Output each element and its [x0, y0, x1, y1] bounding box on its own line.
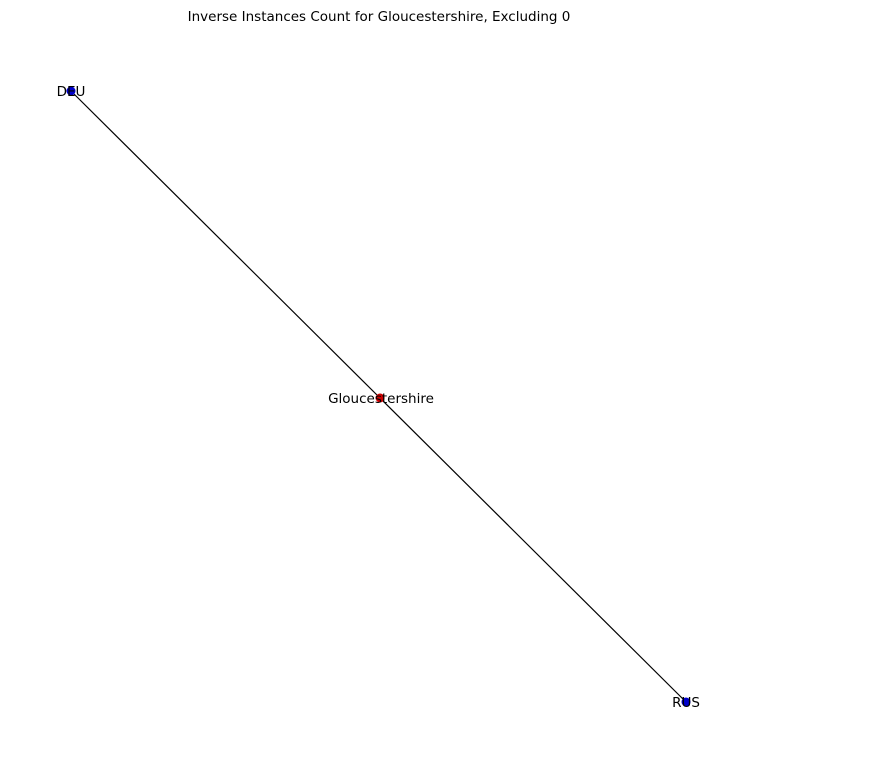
- labels-layer: DEU Gloucestershire RUS: [57, 84, 700, 711]
- node-label-rus: RUS: [672, 695, 700, 711]
- graph-title: Inverse Instances Count for Gloucestersh…: [188, 9, 571, 25]
- node-label-deu: DEU: [57, 84, 86, 100]
- node-gloucestershire: [375, 393, 385, 403]
- nodes-layer: [66, 86, 691, 707]
- edge-gloucestershire-rus: [379, 397, 687, 703]
- node-label-gloucestershire: Gloucestershire: [328, 391, 434, 407]
- node-deu: [66, 86, 76, 96]
- edges-layer: [70, 90, 687, 703]
- node-rus: [681, 697, 691, 707]
- edge-deu-gloucestershire: [70, 90, 381, 399]
